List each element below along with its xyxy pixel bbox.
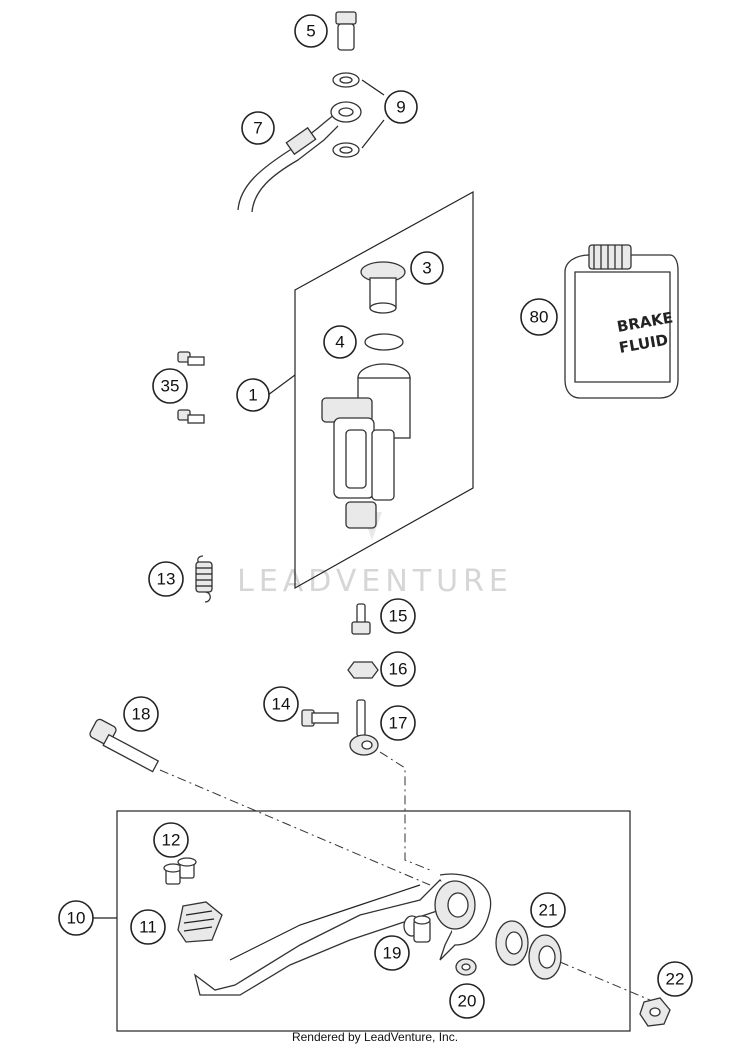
bushing-parts [163, 857, 197, 885]
svg-text:12: 12 [162, 831, 181, 850]
assembly-axis-line [379, 751, 431, 871]
pivot-washer-part [455, 958, 477, 976]
svg-text:20: 20 [458, 992, 477, 1011]
clevis-pin-part [301, 709, 339, 727]
callout-3[interactable]: 3 [410, 251, 444, 285]
svg-text:3: 3 [422, 259, 431, 278]
reservoir-fitting-part [360, 261, 406, 314]
callout-21[interactable]: 21 [530, 892, 566, 928]
callout-10[interactable]: 10 [58, 900, 94, 936]
svg-text:80: 80 [530, 308, 549, 327]
callout-13[interactable]: 13 [148, 561, 184, 597]
callout-35[interactable]: 35 [152, 368, 188, 404]
watermark-text: LEADVENTURE [237, 564, 513, 599]
leader-line [361, 79, 385, 149]
svg-text:16: 16 [389, 660, 408, 679]
o-ring-part [364, 333, 404, 351]
brake-pedal-part [193, 873, 492, 996]
pedal-tip-part [177, 901, 223, 943]
clevis-part [349, 699, 379, 756]
mounting-bolt-parts [177, 351, 205, 424]
svg-text:10: 10 [67, 909, 86, 928]
banjo-bolt-part [335, 11, 357, 51]
svg-text:7: 7 [253, 119, 262, 138]
svg-text:35: 35 [161, 377, 180, 396]
svg-text:1: 1 [248, 386, 257, 405]
svg-text:21: 21 [539, 901, 558, 920]
callout-9[interactable]: 9 [384, 90, 418, 124]
brake-line-part [237, 101, 362, 213]
pedal-bolt-part [89, 718, 160, 773]
svg-text:18: 18 [132, 705, 151, 724]
callout-11[interactable]: 11 [130, 909, 166, 945]
brake-pedal-group-frame [116, 810, 631, 1032]
assembly-axis-line [559, 961, 651, 1001]
callout-7[interactable]: 7 [241, 111, 275, 145]
leader-line [267, 374, 296, 396]
pivot-nut-part [639, 997, 671, 1027]
brake-fluid-bottle-part: BRAKE FLUID [564, 244, 679, 399]
callout-19[interactable]: 19 [374, 935, 410, 971]
svg-text:9: 9 [396, 98, 405, 117]
callout-4[interactable]: 4 [323, 325, 357, 359]
callout-1[interactable]: 1 [236, 378, 270, 412]
callout-18[interactable]: 18 [123, 696, 159, 732]
callout-14[interactable]: 14 [263, 686, 299, 722]
callout-5[interactable]: 5 [294, 14, 328, 48]
callout-15[interactable]: 15 [380, 598, 416, 634]
svg-text:17: 17 [389, 714, 408, 733]
svg-text:5: 5 [306, 22, 315, 41]
pivot-bushing-part [413, 915, 431, 943]
footer-credit: Rendered by LeadVenture, Inc. [291, 1030, 459, 1044]
master-cylinder-part [321, 363, 411, 529]
sealing-washer-parts [332, 72, 360, 158]
callout-22[interactable]: 22 [657, 961, 693, 997]
svg-text:4: 4 [335, 333, 344, 352]
svg-text:13: 13 [157, 570, 176, 589]
svg-text:14: 14 [272, 695, 291, 714]
callout-80[interactable]: 80 [520, 298, 558, 336]
bearing-parts [495, 920, 562, 980]
svg-text:11: 11 [139, 918, 157, 937]
lock-nut-part [347, 661, 379, 679]
master-cylinder-group-outline [294, 190, 474, 590]
svg-text:19: 19 [383, 944, 402, 963]
callout-16[interactable]: 16 [380, 651, 416, 687]
callout-20[interactable]: 20 [449, 983, 485, 1019]
push-rod-part [351, 603, 371, 635]
callout-17[interactable]: 17 [380, 705, 416, 741]
svg-text:15: 15 [389, 607, 408, 626]
svg-text:22: 22 [666, 970, 685, 989]
return-spring-part [195, 555, 213, 603]
assembly-axis-line [159, 769, 431, 886]
callout-12[interactable]: 12 [153, 822, 189, 858]
